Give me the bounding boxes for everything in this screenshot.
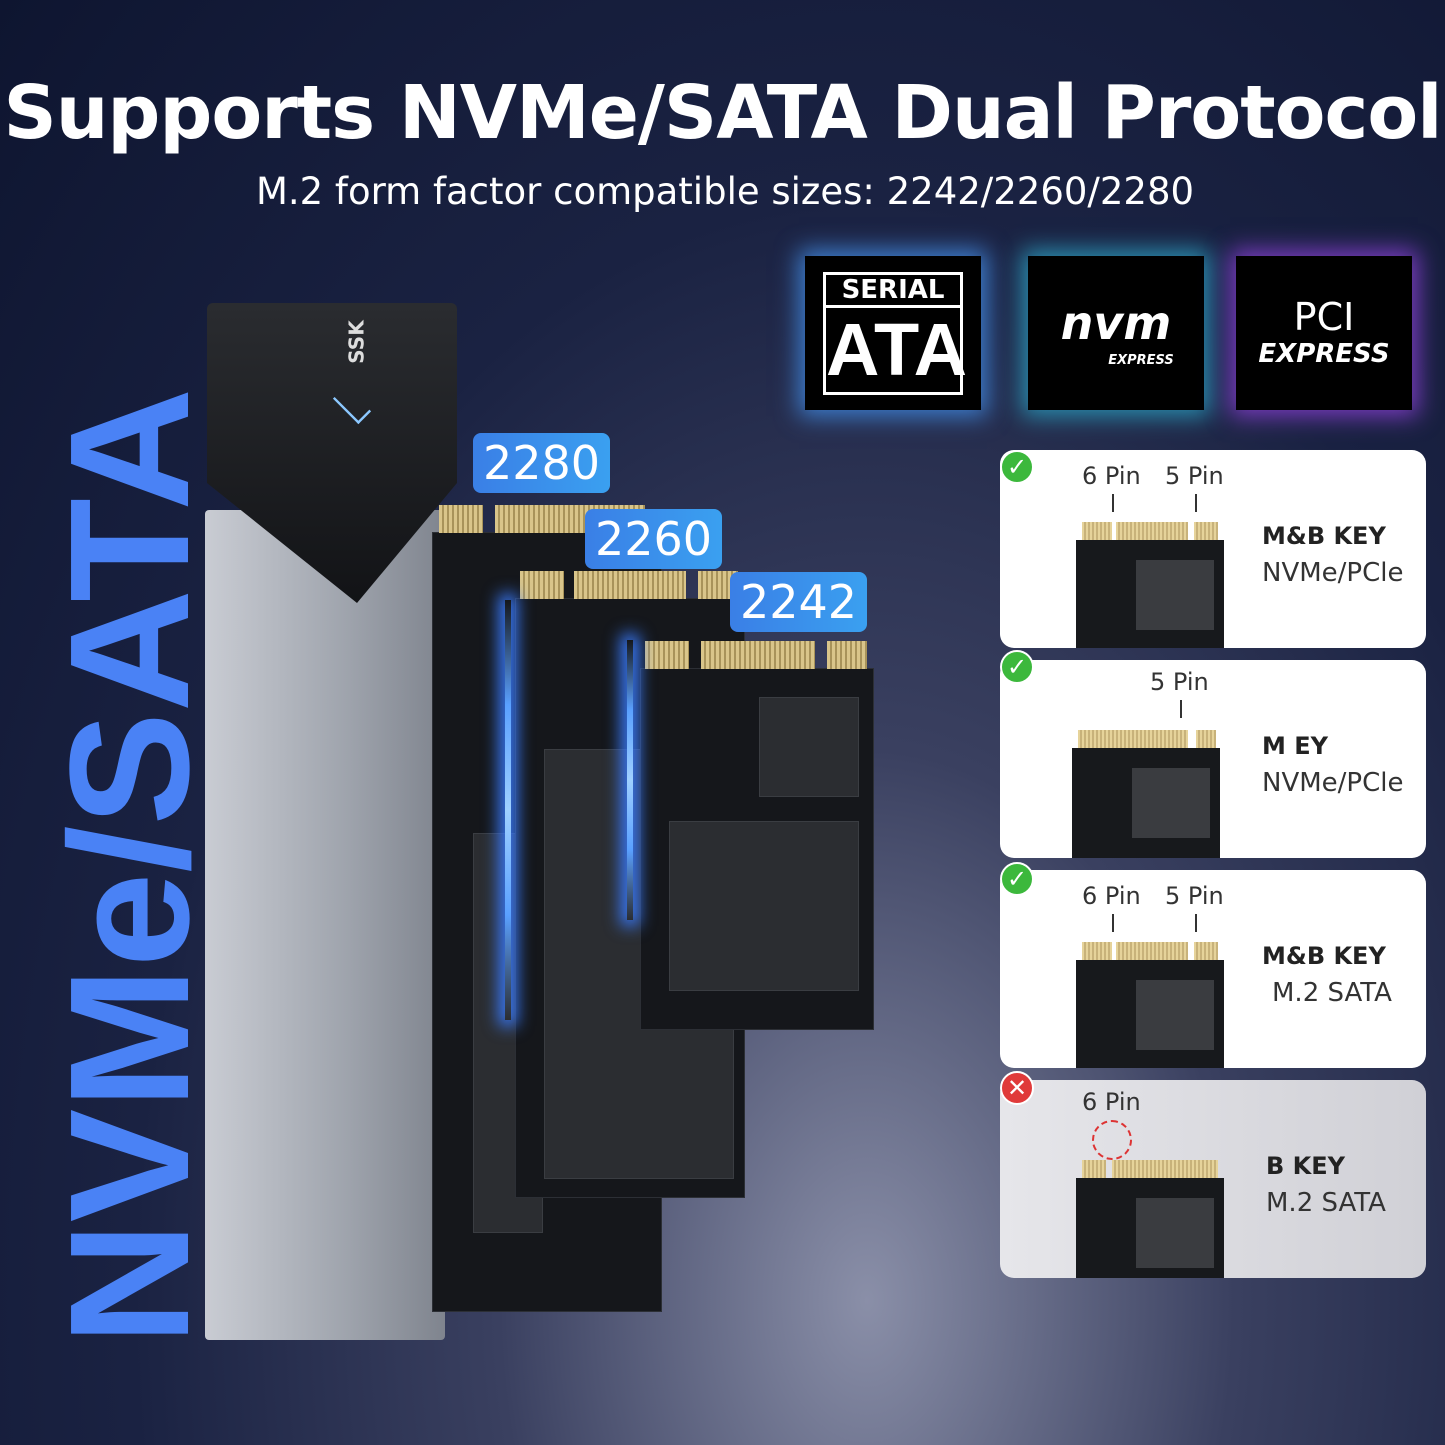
pin-label: 6 Pin xyxy=(1082,462,1141,490)
light-glow xyxy=(627,640,633,920)
ssd-diagram xyxy=(1072,730,1220,858)
key-type: M&B KEY xyxy=(1262,522,1386,550)
key-card-m-nvme: 5 Pin M EY NVMe/PCle xyxy=(1000,660,1426,858)
protocol: NVMe/PCle xyxy=(1262,768,1404,798)
pci-express-logo: PCI EXPRESS xyxy=(1236,256,1412,410)
key-card-mb-sata: 6 Pin 5 Pin M&B KEY M.2 SATA xyxy=(1000,870,1426,1068)
nvm-logo-sub: EXPRESS xyxy=(1108,353,1174,368)
ssd-diagram xyxy=(1076,1160,1224,1278)
enclosure-body xyxy=(205,510,445,1340)
protocol: NVMe/PCle xyxy=(1262,558,1404,588)
ssd-diagram xyxy=(1076,522,1224,648)
protocol: M.2 SATA xyxy=(1266,1188,1386,1218)
nvm-logo-main: nvm xyxy=(1060,296,1172,350)
size-label-2280: 2280 xyxy=(473,433,610,493)
sata-logo-top: SERIAL xyxy=(826,274,960,308)
page-title: Supports NVMe/SATA Dual Protocol xyxy=(3,70,1442,156)
pci-logo-main: PCI xyxy=(1293,295,1355,339)
key-card-mb-nvme: 6 Pin 5 Pin M&B KEY NVMe/PCle xyxy=(1000,450,1426,648)
vertical-protocol-text: NVMe/SATA xyxy=(35,387,225,1345)
page-subtitle: M.2 form factor compatible sizes: 2242/2… xyxy=(255,170,1195,213)
ssd-2242 xyxy=(640,641,874,1030)
pin-label: 5 Pin xyxy=(1165,462,1224,490)
sata-logo-main: ATA xyxy=(826,307,968,391)
light-glow xyxy=(505,600,511,1020)
key-type: B KEY xyxy=(1266,1152,1346,1180)
pin-label: 5 Pin xyxy=(1165,882,1224,910)
check-icon: ✓ xyxy=(1000,650,1034,684)
pin-label: 6 Pin xyxy=(1082,882,1141,910)
brand-label: SSK xyxy=(344,320,369,364)
key-card-b-sata: 6 Pin B KEY M.2 SATA xyxy=(1000,1080,1426,1278)
key-type: M&B KEY xyxy=(1262,942,1386,970)
check-icon: ✓ xyxy=(1000,862,1034,896)
pci-logo-sub: EXPRESS xyxy=(1258,339,1390,369)
size-label-2260: 2260 xyxy=(585,509,722,569)
incompatible-notch-marker xyxy=(1092,1120,1132,1160)
key-type: M EY xyxy=(1262,732,1329,760)
protocol: M.2 SATA xyxy=(1272,978,1392,1008)
check-icon: ✓ xyxy=(1000,450,1034,484)
nvm-express-logo: nvm EXPRESS xyxy=(1028,256,1204,410)
pin-label: 5 Pin xyxy=(1150,668,1209,696)
cross-icon: ✕ xyxy=(1000,1071,1034,1105)
size-label-2242: 2242 xyxy=(730,572,867,632)
serial-ata-logo: SERIAL ATA xyxy=(805,256,981,410)
ssd-diagram xyxy=(1076,942,1224,1068)
pin-label: 6 Pin xyxy=(1082,1088,1141,1116)
